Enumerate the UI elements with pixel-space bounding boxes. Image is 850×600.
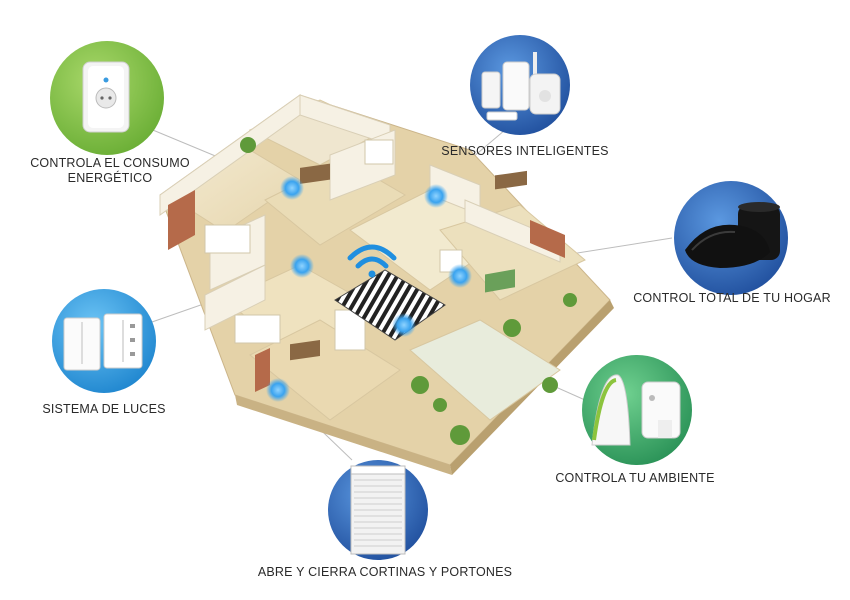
hotspot-icon[interactable] <box>290 254 314 278</box>
energy-label-line-2: ENERGÉTICO <box>67 171 153 185</box>
lights-label: SISTEMA DE LUCES <box>42 402 166 416</box>
air-quality-monitor-icon <box>591 374 681 446</box>
hotspots <box>266 176 472 402</box>
wifi-icon <box>347 244 397 278</box>
control-feature-circle[interactable] <box>674 181 788 295</box>
environment-feature-circle[interactable] <box>582 355 692 465</box>
control-label: CONTROL TOTAL DE TU HOGAR <box>633 291 831 305</box>
energy-feature-circle[interactable] <box>50 41 164 155</box>
shutters-label: ABRE Y CIERRA CORTINAS Y PORTONES <box>257 565 513 579</box>
environment-label: CONTROLA TU AMBIENTE <box>555 471 715 485</box>
energy-label: CONTROLA EL CONSUMO ENERGÉTICO <box>10 156 210 186</box>
hotspot-icon[interactable] <box>266 378 290 402</box>
hotspot-icon[interactable] <box>448 264 472 288</box>
shutters-feature-circle[interactable] <box>328 460 428 560</box>
light-switch-icon <box>63 313 143 371</box>
universal-remote-hub-icon <box>685 202 780 268</box>
hotspot-icon[interactable] <box>392 313 416 337</box>
lights-feature-circle[interactable] <box>52 289 156 393</box>
roller-shutter-icon <box>350 465 406 555</box>
hotspot-icon[interactable] <box>424 184 448 208</box>
house-floorplan <box>159 94 614 475</box>
sensors-feature-circle[interactable] <box>470 35 570 135</box>
sensors-label: SENSORES INTELIGENTES <box>441 144 609 158</box>
smart-plug-icon <box>82 61 130 133</box>
energy-label-line-1: CONTROLA EL CONSUMO <box>30 156 190 170</box>
hotspot-icon[interactable] <box>280 176 304 200</box>
sensors-icon <box>481 52 561 121</box>
